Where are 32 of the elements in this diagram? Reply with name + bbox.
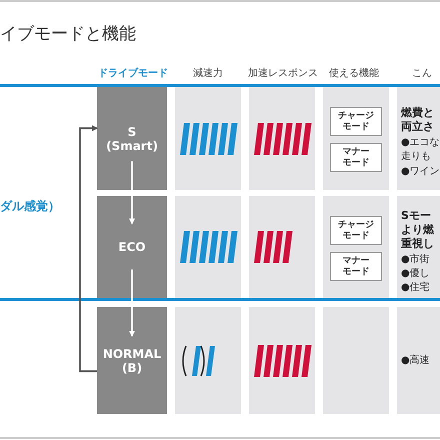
mode-box: NORMAL (B) bbox=[97, 307, 167, 414]
column-header: 減速力 bbox=[193, 66, 223, 80]
function-tag: チャージモード bbox=[330, 107, 382, 136]
column-header: こん bbox=[412, 67, 432, 80]
cell-heading: より燃 bbox=[401, 222, 434, 237]
arrow bbox=[129, 161, 135, 225]
bullet-text: ●住宅 bbox=[401, 280, 430, 294]
function-tag: マナーモード bbox=[330, 252, 382, 281]
arrow bbox=[129, 269, 135, 337]
table-cell bbox=[397, 196, 440, 298]
cell-heading: Sモー bbox=[401, 208, 431, 223]
mode-box: S (Smart) bbox=[97, 87, 167, 190]
column-header: 加速レスポンス bbox=[248, 66, 318, 80]
bullet-text: ●ワイン bbox=[401, 165, 440, 178]
column-header: 使える機能 bbox=[329, 66, 379, 80]
bullet-text: 走りも bbox=[401, 150, 431, 163]
bullet-text: ●市街 bbox=[401, 252, 430, 266]
side-label: ダル感覚） bbox=[0, 198, 60, 215]
cell-heading: 両立さ bbox=[401, 119, 434, 134]
cell-heading: 重視し bbox=[401, 236, 434, 251]
bullet-text: ●優し bbox=[401, 267, 430, 280]
column-header: ドライブモード bbox=[98, 66, 168, 80]
function-tag: チャージモード bbox=[330, 216, 382, 245]
function-tag: マナーモード bbox=[330, 143, 382, 172]
table-cell bbox=[397, 87, 440, 190]
mode-box: ECO bbox=[97, 196, 167, 298]
bullet-text: ●高速 bbox=[401, 354, 430, 367]
title: イブモードと機能 bbox=[0, 23, 136, 45]
table-cell bbox=[397, 307, 440, 414]
cell-heading: 燃費と bbox=[401, 105, 434, 120]
bullet-text: ●エコな bbox=[401, 136, 440, 149]
arrow bbox=[79, 125, 98, 372]
